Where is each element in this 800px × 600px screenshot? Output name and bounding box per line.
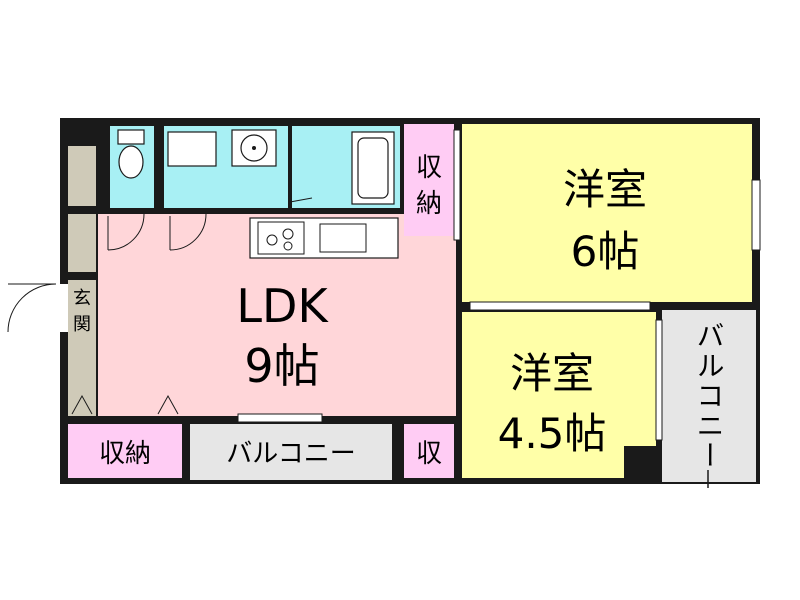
- ldk-size: 9帖: [244, 339, 319, 393]
- window-right: [751, 179, 761, 251]
- storage-small-label: 収: [416, 439, 442, 469]
- storage-top-line2: 納: [416, 189, 442, 219]
- sink-icon: [231, 129, 277, 167]
- entrance-area: [68, 280, 96, 416]
- pillar-block: [624, 446, 656, 480]
- entrance-door-swing: [7, 283, 57, 333]
- left-pillar-2: [68, 214, 96, 272]
- storage-door-top: [453, 129, 461, 241]
- western-45-name: 洋室: [510, 349, 594, 398]
- window-bottom: [237, 413, 323, 423]
- entrance-line1: 玄: [73, 288, 91, 309]
- balcony-bottom: [190, 424, 392, 480]
- western-room-6: [462, 124, 752, 302]
- balcony-right: [662, 310, 756, 482]
- storage-small: [404, 424, 454, 478]
- left-pillar-1: [68, 146, 96, 206]
- balcony-right-label: バルコニー: [693, 321, 726, 471]
- bathtub-icon: [351, 131, 395, 205]
- western-room-4-5: [462, 312, 656, 478]
- storage-top: [404, 124, 454, 236]
- washer-icon: [167, 131, 217, 167]
- entrance-line2: 関: [73, 314, 91, 335]
- storage-bottom-label: 収納: [99, 439, 151, 469]
- kitchen-counter: [249, 217, 399, 259]
- toilet-icon: [117, 129, 145, 179]
- western-6-name: 洋室: [563, 165, 647, 214]
- door-swing-icon: [107, 213, 207, 251]
- entrance-step-icon: [71, 394, 179, 415]
- bath-door-icon: [289, 170, 313, 203]
- storage-bottom: [68, 424, 182, 478]
- ldk-name: LDK: [236, 279, 329, 333]
- partition-sliding-door: [469, 301, 651, 311]
- balcony-bottom-label: バルコニー: [226, 439, 355, 469]
- entrance-door-gap: [56, 284, 68, 332]
- storage-top-line1: 収: [416, 153, 442, 183]
- western-6-size: 6帖: [571, 227, 640, 276]
- western-45-size: 4.5帖: [498, 409, 607, 458]
- window-balcony-right: [655, 319, 663, 441]
